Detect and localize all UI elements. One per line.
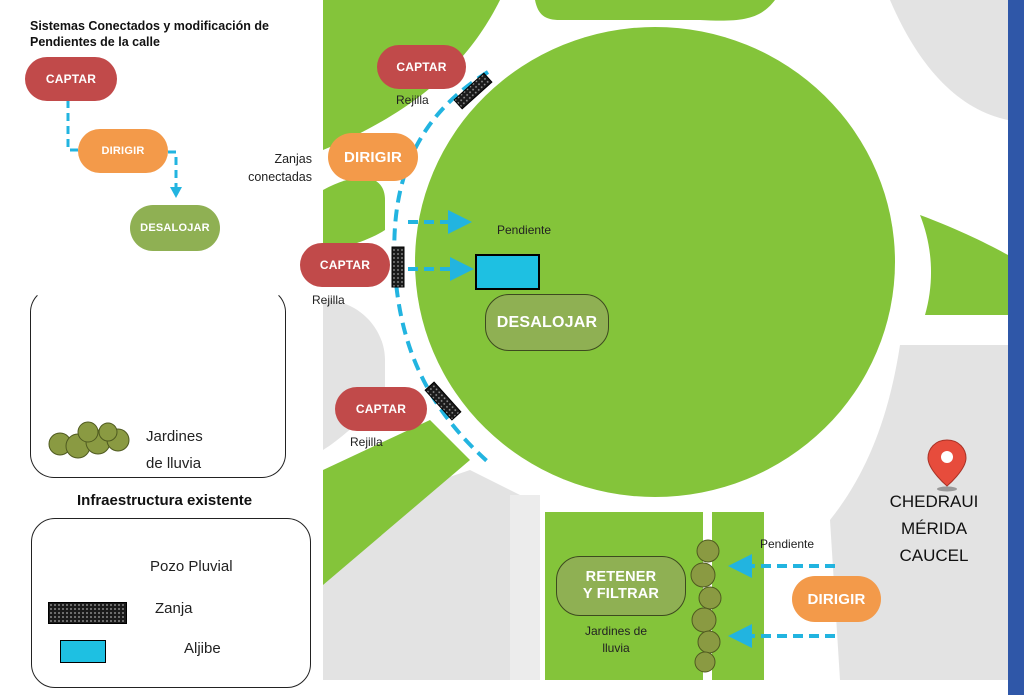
dirigir-left: DIRIGIR	[328, 133, 418, 181]
desalojar-center: DESALOJAR	[485, 294, 609, 351]
retener-filtrar: RETENER Y FILTRAR	[556, 556, 686, 616]
rain-garden-legend-box	[30, 288, 286, 478]
arrow-down-icon	[170, 187, 182, 198]
grate-icon	[391, 246, 405, 288]
zanja-label: Zanja	[155, 600, 193, 617]
store-label: CHEDRAUI MÉRIDA CAUCEL	[889, 492, 979, 565]
bottom-strip	[323, 680, 1008, 695]
gray-lot-top-right	[890, 0, 1008, 120]
flow-desalojar: DESALOJAR	[130, 205, 220, 251]
gray-strip	[510, 495, 540, 695]
green-right	[920, 215, 1008, 315]
grate-icon	[424, 381, 462, 421]
rain-garden-label: Jardines de lluvia	[146, 428, 203, 472]
zanja-swatch	[48, 602, 127, 624]
captar-top: CAPTAR	[377, 45, 466, 89]
zanjas-conectadas-label: Zanjas conectadas	[248, 152, 312, 184]
dirigir-bottom: DIRIGIR	[792, 576, 881, 622]
aljibe-cistern	[475, 254, 540, 290]
green-bottom-left	[323, 420, 470, 585]
aljibe-swatch	[60, 640, 106, 663]
legend-panel: Sistemas Conectados y modificación de Pe…	[0, 0, 323, 695]
green-left	[323, 177, 385, 250]
pozo-pluvial-label: Pozo Pluvial	[150, 558, 233, 575]
aljibe-label: Aljibe	[184, 640, 221, 657]
tree-cluster-icon	[690, 539, 722, 673]
rejilla-top-label: Rejilla	[396, 93, 429, 107]
right-border	[1008, 0, 1024, 695]
green-top	[535, 0, 775, 21]
legend-title: Sistemas Conectados y modificación de Pe…	[30, 19, 269, 49]
tree-cluster-icon	[48, 421, 130, 459]
pendiente-center-label: Pendiente	[497, 223, 552, 237]
infra-title: Infraestructura existente	[77, 492, 253, 509]
flow-dirigir: DIRIGIR	[78, 129, 168, 173]
rejilla-mid-label: Rejilla	[312, 293, 345, 307]
location-pin-icon	[927, 439, 967, 492]
jardines-lluvia-label: Jardines de lluvia	[584, 624, 648, 655]
roundabout-center	[415, 27, 895, 497]
pendiente-bottom-label: Pendiente	[760, 537, 815, 551]
captar-low: CAPTAR	[335, 387, 427, 431]
rejilla-low-label: Rejilla	[350, 435, 383, 449]
grate-icon	[453, 72, 493, 110]
flow-captar: CAPTAR	[25, 57, 117, 101]
infra-legend-box	[31, 518, 311, 688]
captar-mid: CAPTAR	[300, 243, 390, 287]
flow-connectors	[66, 100, 182, 198]
